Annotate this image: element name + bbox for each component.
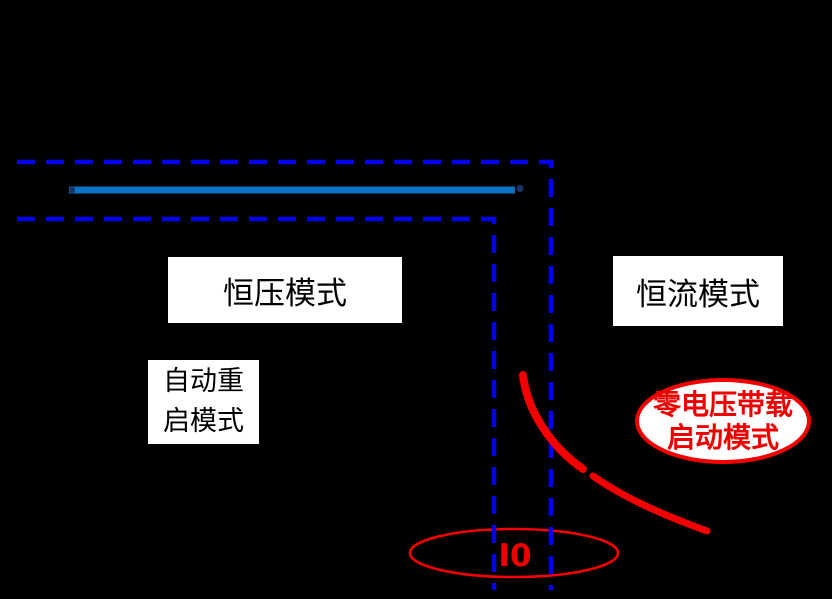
- output-current-ellipse: [408, 527, 620, 579]
- output-current-label: I0: [498, 538, 532, 574]
- foldback-curve-lower-segment: [589, 472, 711, 535]
- constant-voltage-mode-label: 恒压模式: [168, 257, 402, 323]
- upper-voltage-dashed-line: [17, 159, 554, 590]
- lower-voltage-dashed-line: [17, 216, 497, 590]
- line-start-dot: [68, 186, 76, 194]
- constant-current-mode-label: 恒流模式: [613, 256, 783, 326]
- zero-voltage-start-mode-label: 零电压带载 启动模式: [652, 388, 793, 454]
- zero-voltage-ellipse: [637, 380, 809, 462]
- zero-voltage-ellipse-border: [635, 378, 811, 464]
- line-end-dot: [516, 185, 524, 192]
- auto-restart-mode-label: 自动重 启模式: [148, 360, 259, 444]
- foldback-curve-upper-segment: [519, 371, 587, 473]
